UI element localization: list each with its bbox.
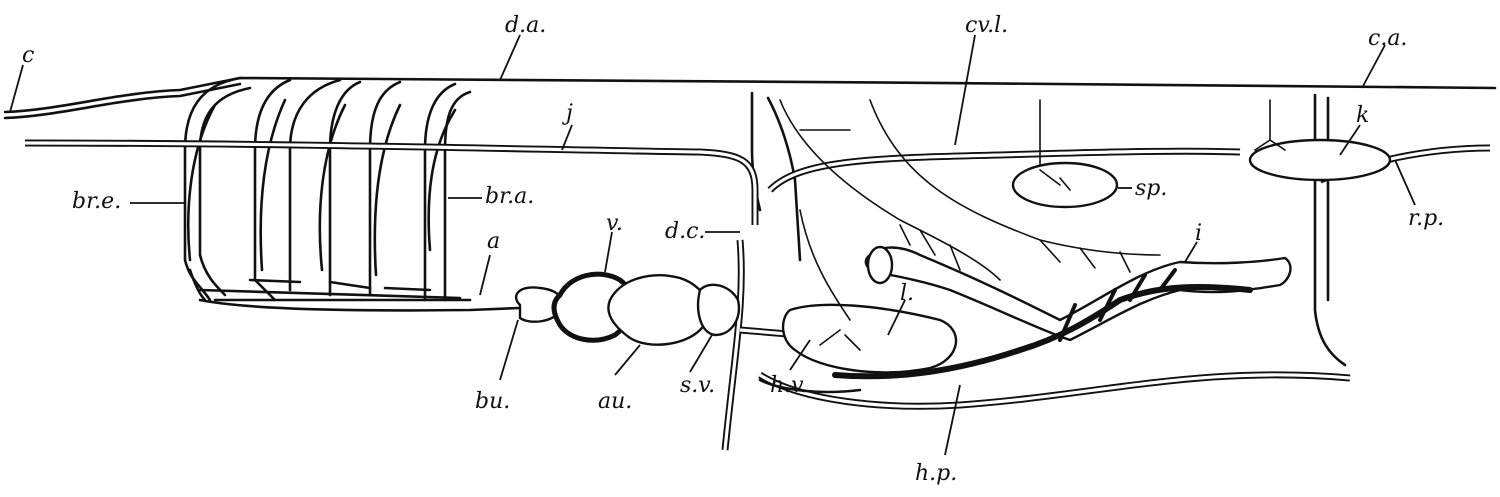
label-hepatic-vein: h.v. bbox=[770, 373, 808, 398]
mesenteric-vessels bbox=[779, 99, 1161, 351]
label-ductus-cuvieri: d.c. bbox=[665, 219, 705, 244]
label-cardinal-vein-lateral: cv.l. bbox=[965, 13, 1008, 38]
label-spleen: sp. bbox=[1135, 176, 1167, 201]
label-auricle: au. bbox=[598, 389, 632, 414]
label-caudal-artery: c.a. bbox=[1368, 26, 1407, 51]
label-hepatic-portal: h.p. bbox=[915, 461, 957, 486]
label-kidney: k bbox=[1356, 103, 1369, 128]
label-a: a bbox=[487, 229, 500, 254]
label-branchial-efferent: br.e. bbox=[72, 189, 121, 214]
label-ventricle: v. bbox=[606, 211, 623, 236]
heart bbox=[514, 271, 741, 346]
dorsal-aorta bbox=[3, 76, 1497, 114]
branchial-arches bbox=[183, 76, 472, 302]
labels: c d.a. cv.l. c.a. j k br.e. br.a. sp. r.… bbox=[22, 13, 1444, 486]
label-j: j bbox=[561, 101, 573, 126]
cardinal-vein-beaded bbox=[24, 139, 1491, 451]
dorsal-aorta-lower-edge bbox=[3, 82, 242, 120]
auricle bbox=[607, 274, 710, 346]
label-renal-portal: r.p. bbox=[1408, 206, 1444, 231]
liver bbox=[781, 303, 958, 374]
body-ventral-line bbox=[198, 298, 522, 312]
leader-lines bbox=[9, 34, 1416, 456]
label-intestine: i bbox=[1195, 221, 1202, 246]
label-bulbus: bu. bbox=[475, 389, 510, 414]
label-c: c bbox=[22, 43, 34, 68]
label-liver: l. bbox=[900, 281, 914, 306]
label-sinus-venosus: s.v. bbox=[680, 373, 715, 398]
sinus-venosus bbox=[696, 283, 741, 337]
intestine bbox=[864, 246, 1292, 342]
label-dorsal-aorta: d.a. bbox=[505, 13, 546, 38]
kidney bbox=[1248, 138, 1392, 182]
branchial-efferent-line bbox=[188, 268, 207, 302]
label-branchial-afferent: br.a. bbox=[485, 184, 534, 209]
